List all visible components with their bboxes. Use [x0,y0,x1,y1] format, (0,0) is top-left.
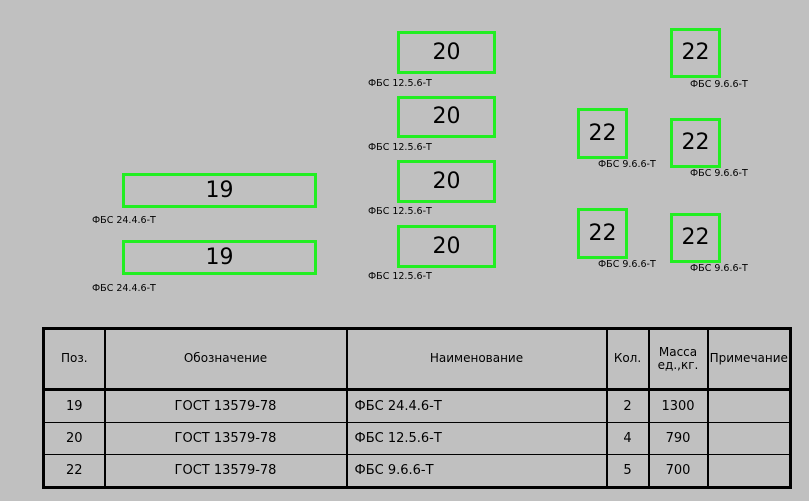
cell-mass: 790 [647,422,709,455]
block-20[interactable]: 20 [397,31,496,74]
block-label: ФБС 12.5.6-Т [368,206,432,217]
block-label: ФБС 12.5.6-Т [368,142,432,153]
block-label: ФБС 24.4.6-Т [92,283,156,294]
table-row: 22 ГОСТ 13579-78 ФБС 9.6.6-Т 5 700 [42,454,792,488]
block-22[interactable]: 22 [670,28,721,78]
header-mass-line1: Масса [658,344,698,359]
cell-note [706,389,792,423]
table-row: 20 ГОСТ 13579-78 ФБС 12.5.6-Т 4 790 [42,422,792,455]
header-pos: Поз. [42,328,106,391]
cell-note [706,454,792,488]
cell-qty: 5 [605,454,650,488]
header-mass: Масса ед.,кг. [647,328,709,391]
block-label: ФБС 12.5.6-Т [368,78,432,89]
block-19[interactable]: 19 [122,173,317,208]
block-22[interactable]: 22 [670,118,721,168]
block-20[interactable]: 20 [397,225,496,268]
header-note: Примечание [706,328,792,391]
block-label: ФБС 9.6.6-Т [690,168,748,179]
block-19[interactable]: 19 [122,240,317,275]
block-20[interactable]: 20 [397,160,496,203]
block-20[interactable]: 20 [397,96,496,138]
block-22[interactable]: 22 [670,213,721,263]
cell-pos: 19 [42,389,106,423]
cell-mass: 1300 [647,389,709,423]
cell-pos: 20 [42,422,106,455]
cell-name: ФБС 12.5.6-Т [345,422,608,455]
block-label: ФБС 9.6.6-Т [598,159,656,170]
block-label: ФБС 9.6.6-Т [690,263,748,274]
table-row: 19 ГОСТ 13579-78 ФБС 24.4.6-Т 2 1300 [42,389,792,423]
cell-name: ФБС 24.4.6-Т [345,389,608,423]
cell-mass: 700 [647,454,709,488]
block-label: ФБС 12.5.6-Т [368,271,432,282]
cell-note [706,422,792,455]
header-qty: Кол. [605,328,650,391]
block-label: ФБС 9.6.6-Т [690,79,748,90]
cell-pos: 22 [42,454,106,488]
block-22[interactable]: 22 [577,208,628,259]
cell-designation: ГОСТ 13579-78 [103,389,348,423]
specification-table: Поз. Обозначение Наименование Кол. Масса… [42,327,792,489]
block-label: ФБС 9.6.6-Т [598,259,656,270]
header-name: Наименование [345,328,608,391]
table-header-row: Поз. Обозначение Наименование Кол. Масса… [42,328,792,391]
cell-name: ФБС 9.6.6-Т [345,454,608,488]
cell-designation: ГОСТ 13579-78 [103,454,348,488]
cell-qty: 2 [605,389,650,423]
header-designation: Обозначение [103,328,348,391]
header-mass-line2: ед.,кг. [657,358,699,372]
cell-qty: 4 [605,422,650,455]
block-label: ФБС 24.4.6-Т [92,215,156,226]
cell-designation: ГОСТ 13579-78 [103,422,348,455]
block-22[interactable]: 22 [577,108,628,159]
